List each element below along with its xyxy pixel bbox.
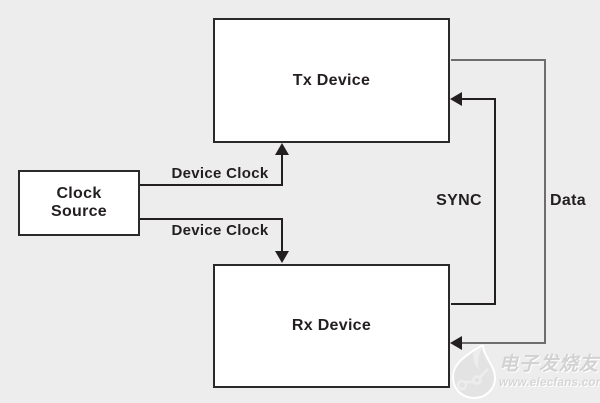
data-wire-top-horizontal (451, 59, 546, 61)
arrow-down-into-rx-icon (275, 251, 289, 263)
device-clock-top-label: Device Clock (171, 165, 269, 182)
elecfans-leaf-logo-icon (451, 345, 497, 399)
sync-wire-top-horizontal (461, 98, 496, 100)
data-wire-bottom-horizontal (461, 342, 546, 344)
tx-device-box: Tx Device (213, 18, 450, 143)
device-clock-top-wire-vertical (281, 150, 283, 186)
clock-source-label-line1: Clock (56, 185, 102, 202)
device-clock-bottom-label: Device Clock (171, 222, 269, 239)
watermark: 电子发烧友 www.elecfans.com (450, 343, 600, 401)
device-clock-bottom-wire-vertical (281, 220, 283, 253)
data-wire-vertical (544, 59, 546, 344)
watermark-brand: 电子发烧友 (499, 354, 600, 375)
sync-label: SYNC (436, 192, 482, 209)
sync-wire-bottom-horizontal (451, 303, 496, 305)
arrow-up-into-tx-icon (275, 143, 289, 155)
arrow-left-into-rx-icon (450, 336, 462, 350)
sync-wire-vertical (494, 98, 496, 305)
clock-source-box: Clock Source (18, 170, 140, 236)
clock-source-label: Clock Source (51, 185, 107, 221)
data-label: Data (550, 192, 586, 209)
rx-device-label: Rx Device (291, 317, 372, 334)
device-clock-top-wire-horizontal (140, 184, 283, 186)
watermark-text: 电子发烧友 www.elecfans.com (499, 354, 600, 390)
arrow-left-into-tx-icon (450, 92, 462, 106)
tx-device-label: Tx Device (292, 71, 371, 89)
rx-device-box: Rx Device (213, 264, 450, 388)
watermark-url: www.elecfans.com (499, 377, 600, 389)
clock-source-label-line2: Source (50, 203, 108, 220)
device-clock-bottom-wire-horizontal (140, 218, 283, 220)
